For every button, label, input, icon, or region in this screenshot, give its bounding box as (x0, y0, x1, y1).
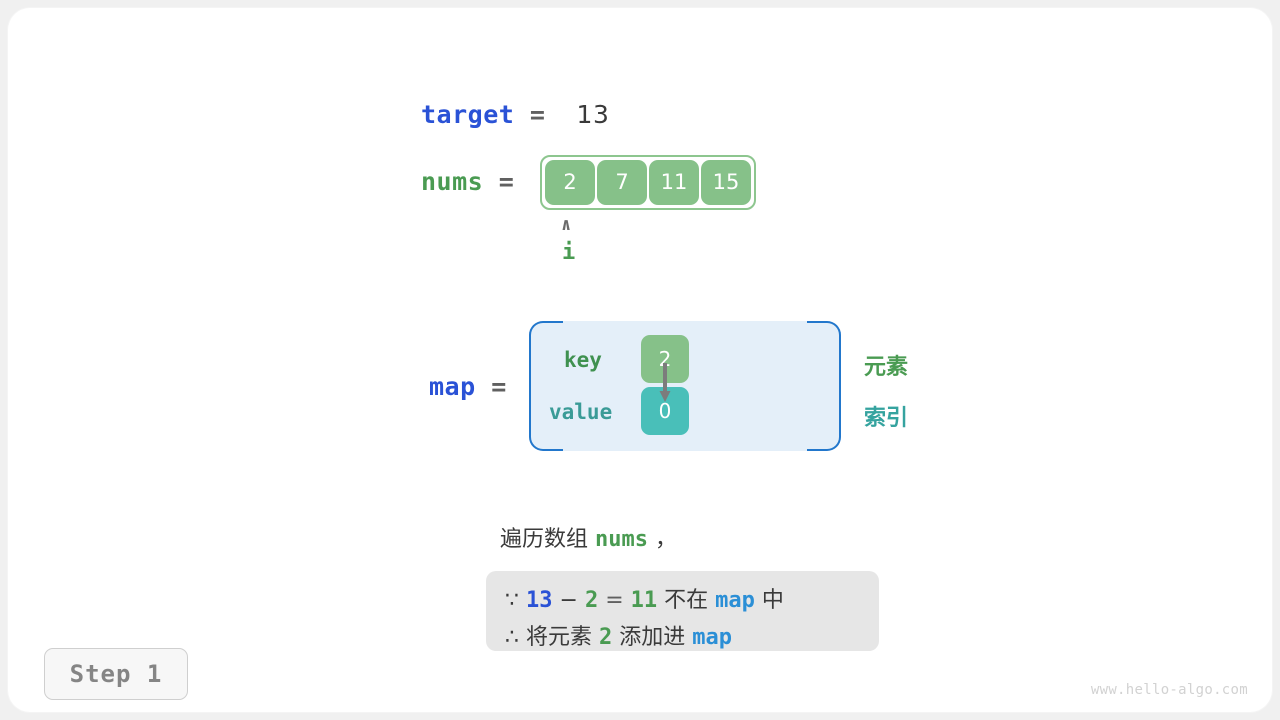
index-pointer-caret-icon: ∧ (561, 215, 572, 235)
nums-assignment-label: nums = (421, 167, 514, 196)
map-right-bracket (807, 321, 841, 451)
page-card: target = 13 nums = 2 7 11 15 ∧ i map = k… (8, 8, 1272, 712)
note-line2-element: 2 (599, 625, 613, 650)
target-assignment-row: target = 13 (421, 100, 609, 129)
traverse-prefix: 遍历数组 (500, 527, 595, 552)
therefore-symbol-icon: ∴ (505, 625, 519, 650)
index-pointer-label: i (562, 240, 576, 265)
map-value-label: value (549, 400, 613, 424)
step-badge-label: Step 1 (69, 660, 163, 688)
note-line2-pre-text: 将元素 (519, 625, 599, 650)
target-variable-name: target (421, 100, 515, 129)
because-symbol-icon: ∵ (505, 588, 519, 613)
note-minus-sign: − (559, 588, 578, 613)
note-line2-map-name: map (692, 625, 732, 650)
map-left-bracket (529, 321, 563, 451)
traverse-description: 遍历数组 nums ， (500, 521, 677, 553)
traverse-variable-name: nums (595, 527, 648, 552)
step-badge: Step 1 (44, 648, 188, 700)
note-line1-mid-text: 不在 (657, 588, 716, 613)
nums-equals-sign: = (498, 167, 515, 196)
note-line-because: ∵ 13 − 2 = 11 不在 map 中 (505, 582, 784, 614)
array-cell: 7 (597, 160, 647, 205)
legend-index-label: 索引 (864, 406, 909, 431)
watermark: www.hello-algo.com (1090, 682, 1248, 698)
note-line2-mid-text: 添加进 (612, 625, 693, 650)
nums-array: 2 7 11 15 (540, 155, 756, 210)
key-to-value-arrow-icon (659, 363, 671, 402)
map-value-cell: 0 (641, 387, 689, 435)
traverse-suffix: ， (647, 527, 677, 552)
map-key-label: key (564, 348, 602, 372)
map-equals-sign: = (491, 372, 507, 401)
target-value: 13 (576, 100, 610, 129)
map-assignment-label: map = (429, 372, 507, 401)
note-complement-value: 11 (630, 588, 658, 613)
nums-variable-name: nums (421, 167, 484, 196)
note-line1-map-name: map (715, 588, 755, 613)
legend-element-label: 元素 (864, 355, 909, 380)
array-cell: 15 (701, 160, 751, 205)
note-line1-tail: 中 (754, 588, 784, 613)
note-target-value: 13 (526, 588, 553, 613)
note-line-therefore: ∴ 将元素 2 添加进 map (505, 619, 732, 651)
target-equals-sign: = (529, 100, 546, 129)
note-equals-sign: = (605, 588, 624, 613)
note-current-element: 2 (584, 588, 599, 613)
note-box: ∵ 13 − 2 = 11 不在 map 中 ∴ 将元素 2 添加进 map (486, 571, 879, 651)
array-cell: 2 (545, 160, 595, 205)
map-variable-name: map (429, 372, 476, 401)
array-cell: 11 (649, 160, 699, 205)
